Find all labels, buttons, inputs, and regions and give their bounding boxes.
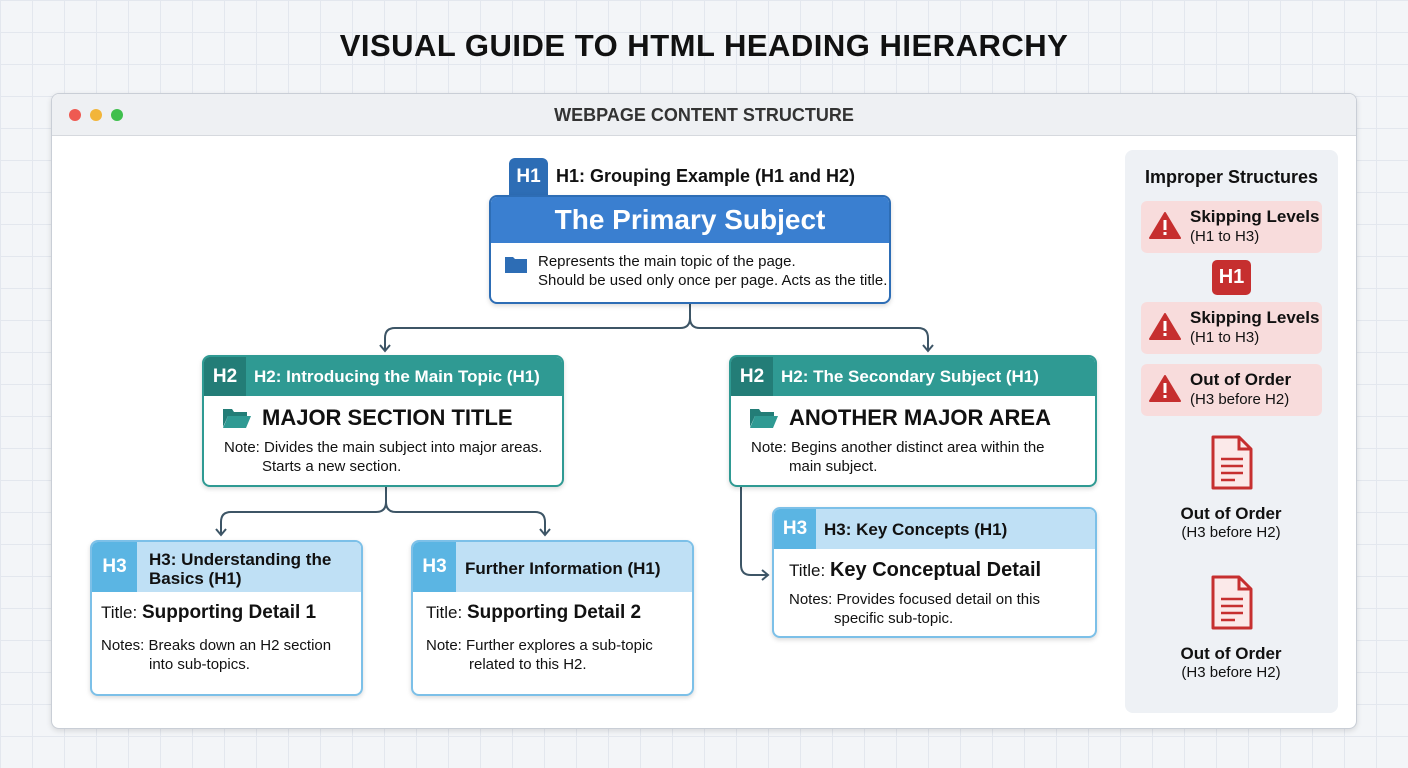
improper-structures-panel: Improper Structures Skipping Levels (H1 … (1125, 150, 1338, 713)
warning-sub: (H3 before H2) (1190, 391, 1290, 408)
connector-h1-h2-right (689, 317, 929, 350)
h2-left-label: H2: Introducing the Main Topic (H1) (254, 367, 540, 386)
h2-right-card: H2 H2: The Secondary Subject (H1) ANOTHE… (729, 355, 1097, 487)
warning-icon (1149, 212, 1181, 239)
h3-left-label-1: H3: Understanding the (149, 550, 332, 569)
warning-item: Skipping Levels (H1 to H3) (1141, 302, 1322, 354)
h3-right-title: Key Conceptual Detail (829, 559, 1042, 581)
h3-badge: H3 (413, 542, 456, 592)
document-error-icon (1211, 575, 1253, 630)
h3-mid-title: Supporting Detail 2 (466, 602, 642, 623)
h2-left-card: H2 H2: Introducing the Main Topic (H1) M… (202, 355, 564, 487)
warning-item: Skipping Levels (H1 to H3) (1141, 201, 1322, 253)
connector-h2-h3-left (220, 486, 387, 534)
h3-badge: H3 (774, 509, 816, 549)
doc-title: Out of Order (1180, 504, 1282, 523)
h3-right-label: H3: Key Concepts (H1) (824, 520, 1008, 539)
h2-badge: H2 (731, 357, 773, 396)
h3-mid-note-2: related to this H2. (469, 656, 587, 673)
h2-badge: H2 (204, 357, 246, 396)
connector-h1-h2-left (384, 303, 691, 350)
h2-right-note-2: main subject. (789, 458, 878, 475)
warning-sub: (H1 to H3) (1190, 329, 1260, 346)
doc-item: Out of Order(H3 before H2) (1125, 504, 1337, 541)
h1-card: The Primary Subject Represents the main … (489, 195, 891, 304)
close-dot[interactable] (69, 109, 81, 121)
folder-icon (505, 257, 527, 273)
h3-badge: H3 (92, 542, 137, 592)
warning-icon (1149, 375, 1181, 402)
h3-right-card: H3 H3: Key Concepts (H1) Title: Key Conc… (772, 507, 1097, 638)
warning-item: Out of Order (H3 before H2) (1141, 364, 1322, 416)
warning-title: Out of Order (1190, 370, 1292, 389)
h3-right-note-2: specific sub-topic. (834, 610, 954, 627)
folder-open-icon (750, 409, 778, 428)
page-title: VISUAL GUIDE TO HTML HEADING HIERARCHY (339, 28, 1069, 63)
connector-h2-h3-mid (385, 501, 546, 534)
h3-left-note-2: into sub-topics. (149, 656, 250, 673)
document-error-icon (1211, 435, 1253, 490)
h3-left-label-2: Basics (H1) (149, 569, 242, 588)
h2-right-note-1: Note: Begins another distinct area withi… (751, 439, 1045, 456)
warning-icon (1149, 313, 1181, 340)
h3-mid-note-1: Note: Further explores a sub-topic (426, 637, 653, 654)
h1-badge: H1 (509, 158, 548, 196)
h1-desc-2: Should be used only once per page. Acts … (538, 272, 888, 289)
maximize-dot[interactable] (111, 109, 123, 121)
warning-title: Skipping Levels (1190, 207, 1320, 226)
doc-title: Out of Order (1180, 644, 1282, 663)
h1-label: H1: Grouping Example (H1 and H2) (556, 166, 856, 186)
doc-sub: (H3 before H2) (1181, 524, 1281, 541)
doc-item: Out of Order(H3 before H2) (1125, 644, 1337, 681)
title-prefix: Title: (101, 603, 138, 622)
h3-left-title: Supporting Detail 1 (141, 602, 317, 623)
h3-left-note-1: Notes: Breaks down an H2 section (101, 637, 332, 654)
warning-title: Skipping Levels (1190, 308, 1320, 327)
title-prefix: Title: (789, 561, 826, 580)
h2-right-heading: ANOTHER MAJOR AREA (789, 405, 1051, 430)
h2-left-note-2: Starts a new section. (262, 458, 402, 475)
doc-sub: (H3 before H2) (1181, 664, 1281, 681)
panel-title: Improper Structures (1144, 167, 1319, 187)
h3-mid-label: Further Information (H1) (465, 559, 661, 578)
h1-heading: The Primary Subject (491, 197, 889, 243)
h3-mid-card: H3 Further Information (H1) Title: Suppo… (411, 540, 694, 696)
connector-h2-h3-right (740, 486, 770, 581)
h1-desc-1: Represents the main topic of the page. (538, 253, 796, 270)
folder-open-icon (223, 409, 251, 428)
window-title: WEBPAGE CONTENT STRUCTURE (554, 105, 854, 125)
window-title-bar: WEBPAGE CONTENT STRUCTURE (52, 94, 1356, 136)
h1-error-badge: H1 (1212, 260, 1251, 295)
h3-right-note-1: Notes: Provides focused detail on this (789, 591, 1040, 608)
minimize-dot[interactable] (90, 109, 102, 121)
h2-right-label: H2: The Secondary Subject (H1) (781, 367, 1039, 386)
title-prefix: Title: (426, 603, 463, 622)
h2-left-heading: MAJOR SECTION TITLE (262, 405, 513, 430)
h3-left-card: H3 H3: Understanding the Basics (H1) Tit… (90, 540, 363, 696)
warning-sub: (H1 to H3) (1190, 228, 1260, 245)
h2-left-note-1: Note: Divides the main subject into majo… (224, 439, 543, 456)
